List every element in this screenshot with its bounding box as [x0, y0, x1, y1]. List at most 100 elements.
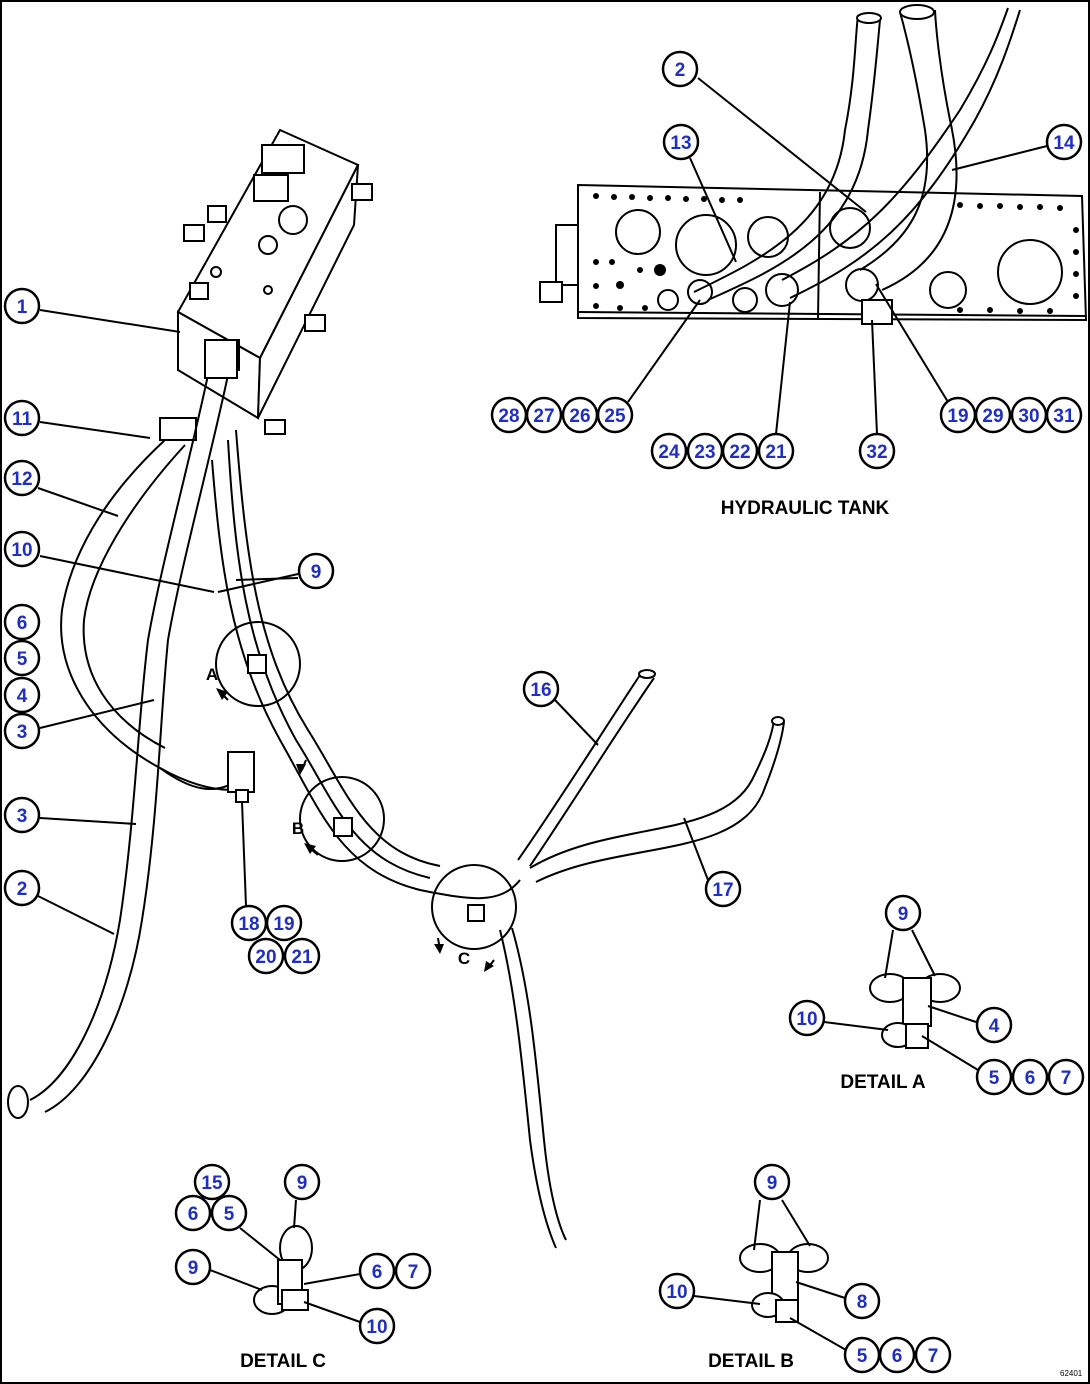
callout-6-da: 6: [1011, 1058, 1049, 1096]
callout-number: 32: [866, 442, 887, 463]
callout-29: 29: [974, 396, 1012, 434]
callout-7-db: 7: [914, 1336, 952, 1374]
detail-c-circle: [431, 864, 517, 950]
callout-number: 17: [712, 880, 733, 901]
hose-bundle: [211, 429, 567, 1249]
callout-number: 5: [857, 1346, 868, 1367]
callout-25: 25: [596, 396, 634, 434]
callout-21: 21: [283, 937, 321, 975]
callout-number: 6: [372, 1262, 383, 1283]
callout-number: 10: [11, 540, 32, 561]
callout-5-db: 5: [843, 1336, 881, 1374]
callout-9-dc: 9: [174, 1248, 212, 1286]
callout-1: 1: [3, 287, 41, 325]
callout-10: 10: [3, 530, 41, 568]
callout-number: 27: [533, 406, 554, 427]
callout-9: 9: [297, 552, 335, 590]
callout-5-dc: 5: [210, 1194, 248, 1232]
hydraulic-tank: [539, 183, 1088, 325]
callout-number: 7: [408, 1262, 419, 1283]
tank-hose-14: [859, 4, 958, 291]
callout-27: 27: [525, 396, 563, 434]
callout-4-da: 4: [975, 1006, 1013, 1044]
drawing-code: 62401: [1060, 1369, 1083, 1378]
hose-17: [529, 716, 785, 883]
callout-number: 21: [765, 442, 787, 463]
callout-number: 9: [311, 562, 322, 583]
callout-10-da: 10: [788, 999, 826, 1037]
callout-number: 4: [989, 1016, 1000, 1037]
callout-number: 9: [767, 1173, 778, 1194]
callout-32: 32: [858, 432, 896, 470]
callout-18: 18: [230, 904, 268, 942]
callout-number: 7: [1061, 1068, 1072, 1089]
callout-20: 20: [247, 937, 285, 975]
callout-number: 5: [989, 1068, 1000, 1089]
callout-28: 28: [490, 396, 528, 434]
callout-19: 19: [265, 904, 303, 942]
callout-number: 5: [17, 649, 28, 670]
callout-number: 24: [658, 442, 680, 463]
detail-b-label: DETAIL B: [708, 1351, 794, 1372]
leader-lines: [37, 77, 1048, 1351]
callout-4: 4: [3, 676, 41, 714]
callout-16: 16: [522, 670, 560, 708]
callout-14: 14: [1045, 123, 1083, 161]
callout-6: 6: [3, 603, 41, 641]
callout-number: 2: [17, 879, 28, 900]
callout-number: 6: [892, 1346, 903, 1367]
detail-a-clamp: [869, 973, 961, 1049]
callout-23: 23: [686, 432, 724, 470]
hydraulic-tank-label: HYDRAULIC TANK: [721, 498, 890, 519]
callout-number: 20: [255, 947, 276, 968]
callout-number: 18: [238, 914, 259, 935]
callout-26: 26: [561, 396, 599, 434]
callout-8: 8: [843, 1282, 881, 1320]
callout-number: 6: [188, 1204, 199, 1225]
detail-c-label: DETAIL C: [240, 1351, 326, 1372]
callout-number: 30: [1018, 406, 1039, 427]
callout-30: 30: [1010, 396, 1048, 434]
callout-number: 6: [1025, 1068, 1036, 1089]
callout-number: 7: [928, 1346, 939, 1367]
callout-number: 6: [17, 613, 28, 634]
callout-number: 11: [12, 409, 33, 430]
callout-number: 31: [1053, 406, 1075, 427]
hose-2-main: [7, 339, 238, 1119]
callout-number: 3: [17, 806, 28, 827]
callout-number: 23: [694, 442, 715, 463]
callout-number: 9: [898, 904, 909, 925]
detail-c-clamp: [253, 1225, 313, 1315]
callout-21-tank: 21: [757, 432, 795, 470]
callout-31: 31: [1045, 396, 1083, 434]
callout-10-dc: 10: [358, 1307, 396, 1345]
hose-12: [60, 439, 233, 791]
callout-6-db: 6: [878, 1336, 916, 1374]
callout-11: 11: [3, 399, 41, 437]
control-valve: [159, 128, 373, 441]
callout-5: 5: [3, 639, 41, 677]
tank-hose-13: [693, 12, 882, 301]
callout-9-dc-top: 9: [283, 1163, 321, 1201]
callout-12: 12: [3, 459, 41, 497]
callout-number: 25: [604, 406, 626, 427]
callout-number: 28: [498, 406, 519, 427]
callout-number: 10: [796, 1009, 817, 1030]
callout-number: 21: [291, 947, 313, 968]
callout-number: 22: [729, 442, 750, 463]
callout-number: 8: [857, 1292, 868, 1313]
callout-number: 9: [188, 1258, 199, 1279]
callout-6-dc-r: 6: [358, 1252, 396, 1290]
callout-13: 13: [662, 123, 700, 161]
callout-number: 14: [1053, 133, 1075, 154]
callout-number: 12: [11, 469, 32, 490]
callout-number: 2: [675, 60, 686, 81]
callout-number: 10: [666, 1282, 687, 1303]
detail-a-circle: [215, 621, 301, 707]
callout-10-db: 10: [658, 1272, 696, 1310]
detail-b-clamp: [739, 1243, 829, 1323]
